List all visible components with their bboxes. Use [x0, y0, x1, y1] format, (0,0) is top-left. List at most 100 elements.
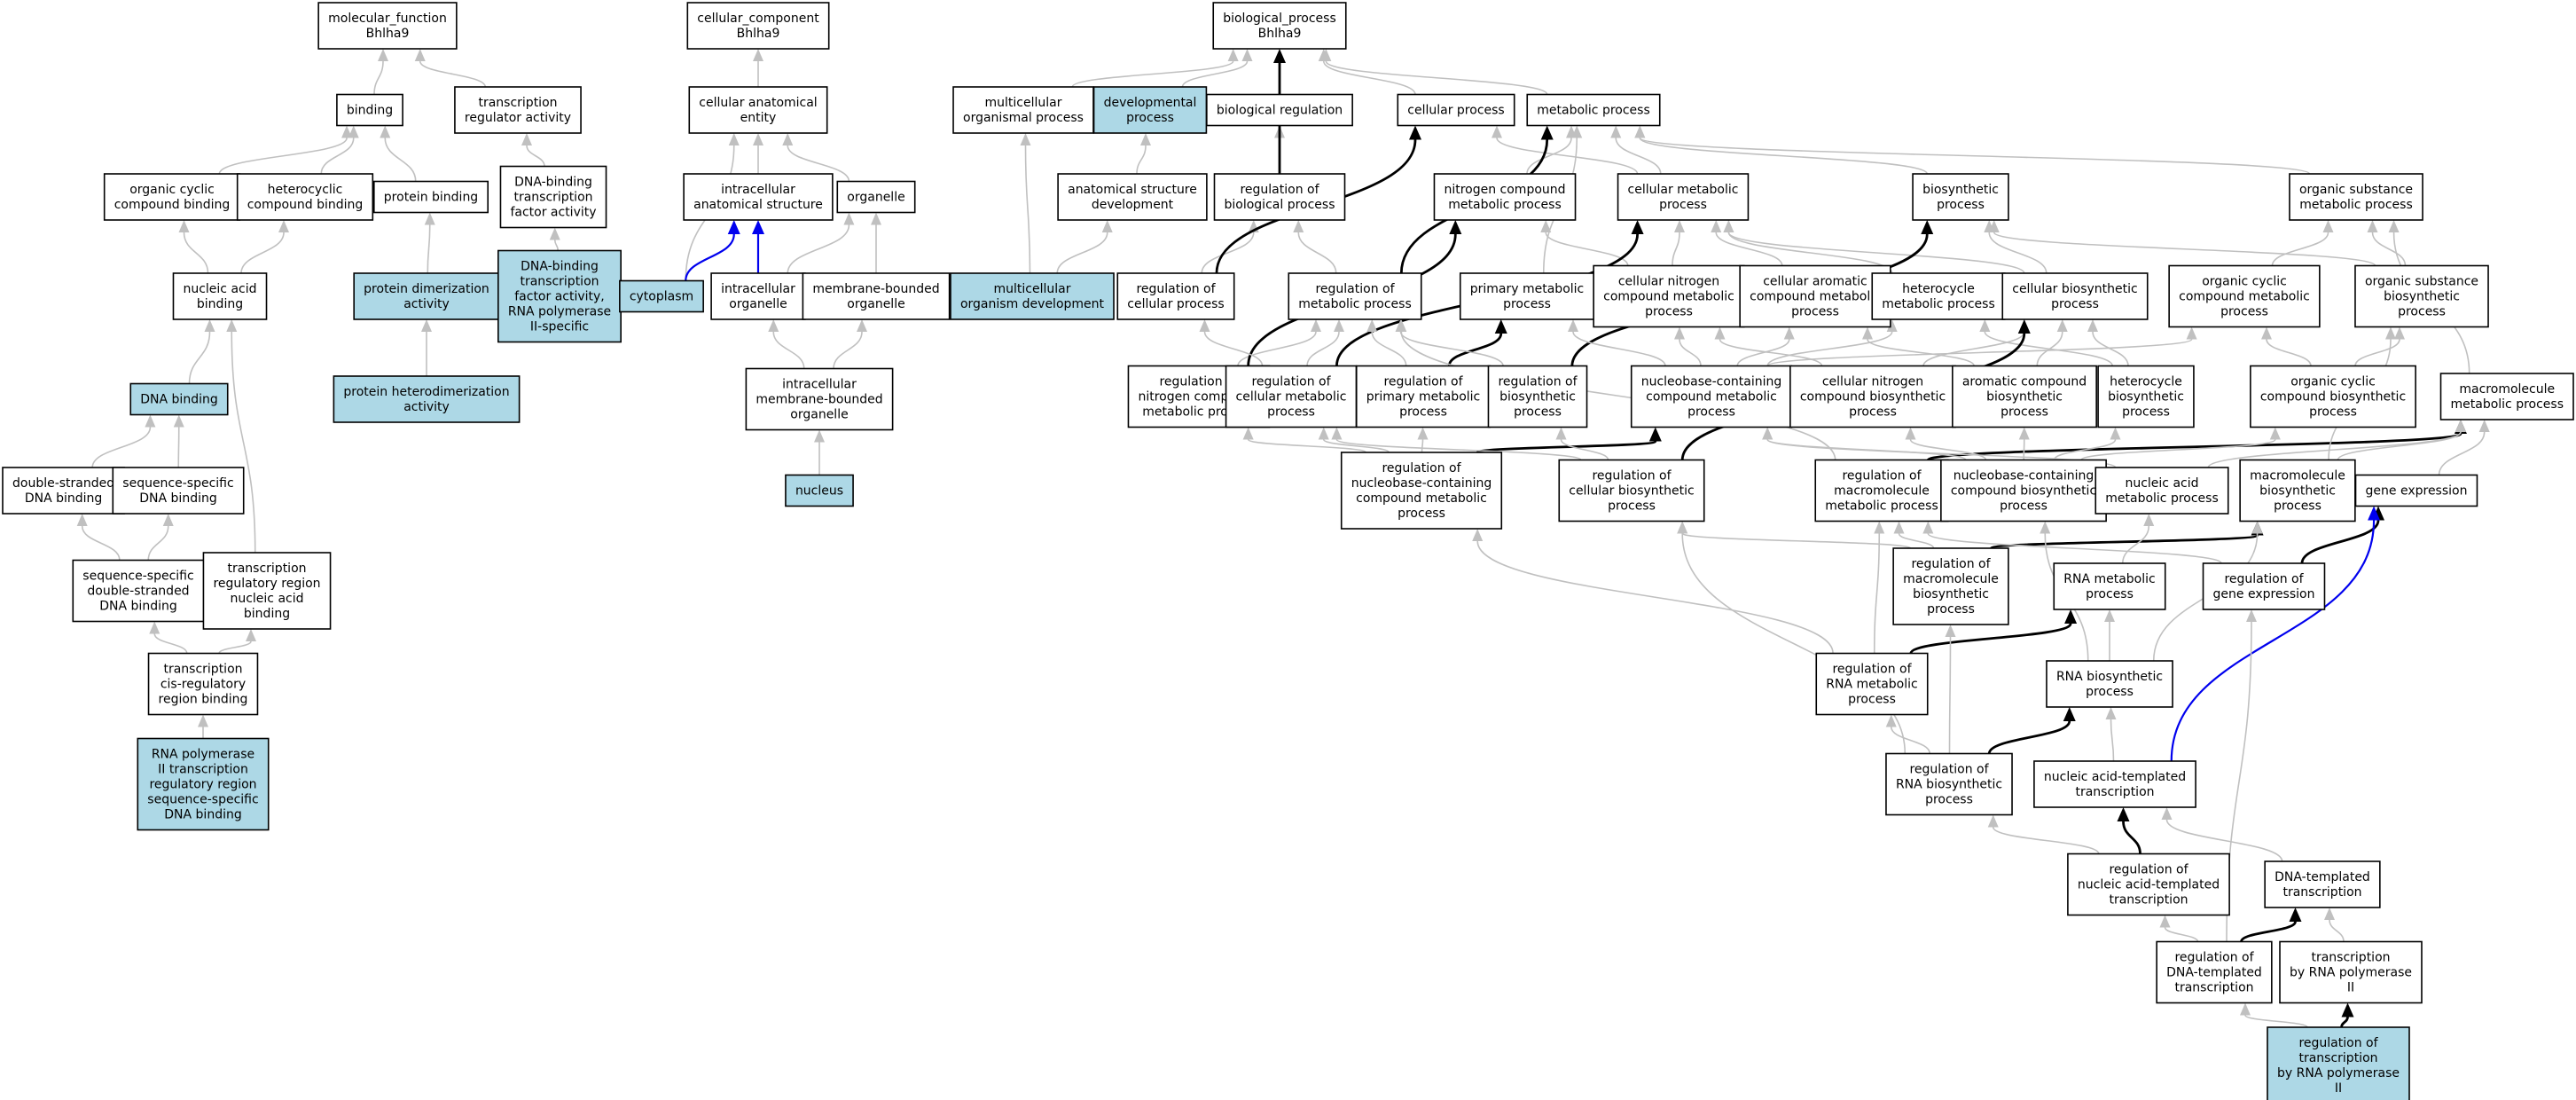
node-label-line: double-stranded — [12, 476, 114, 491]
edge-rtrnap2-to-trnap2 — [2340, 1002, 2354, 1028]
node-label-line: process — [1514, 405, 1562, 420]
edge-arrowhead — [178, 220, 190, 232]
node-label-line: RNA metabolic — [2063, 572, 2155, 586]
node-label-line: macromolecule — [2250, 469, 2345, 483]
edge-line — [1371, 331, 1407, 366]
edge-line — [1681, 532, 1912, 549]
edge-arrowhead — [348, 125, 359, 138]
edge-arrowhead — [1893, 521, 1905, 534]
edge-line — [427, 224, 431, 274]
edge-arrowhead — [1634, 125, 1646, 138]
node-box — [2439, 373, 2574, 420]
edge-line — [1948, 636, 1952, 754]
node-label-line: membrane-bounded — [812, 282, 939, 296]
edge-osmp-to-metp — [1634, 125, 2311, 175]
node-label-line: cellular process — [1407, 104, 1504, 118]
edge-arrowhead — [246, 629, 256, 641]
node-box — [1355, 365, 1492, 428]
edge-line — [1715, 232, 1783, 266]
node-label-line: compound metabolic — [1356, 491, 1487, 506]
edge-rnatt-to-natt — [2117, 807, 2141, 854]
edge-line — [1766, 331, 1893, 366]
edge-line — [2329, 919, 2345, 942]
node-label-line: activity — [403, 297, 450, 311]
edge-arrowhead — [1241, 49, 1253, 61]
node-label-line: process — [2086, 685, 2134, 699]
node-label-line: heterocyclic — [268, 183, 343, 197]
edge-arrowhead — [1540, 220, 1552, 232]
node-label-line: metabolic process — [1537, 104, 1650, 118]
node-label-line: DNA-templated — [2166, 966, 2262, 980]
edge-arrowhead — [76, 514, 88, 526]
node-label-line: process — [1645, 305, 1693, 319]
edge-line — [526, 145, 545, 167]
node-label-line: regulation of — [1909, 763, 1989, 777]
edge-dbtf2-to-dbtf — [549, 227, 560, 251]
edge-cae-to-cc — [753, 49, 763, 87]
node-box — [950, 272, 1115, 320]
edge-dtt-to-natt — [2161, 807, 2283, 862]
edge-line — [419, 60, 487, 88]
node-label-line: regulation of — [1251, 375, 1331, 389]
node-nucleus: nucleus — [785, 474, 854, 507]
edge-line — [1545, 232, 1629, 266]
node-label-line: regulation of — [1382, 461, 1461, 475]
edge-cmp-to-metp — [1610, 125, 1662, 175]
edge-dnab-to-nab — [188, 319, 215, 384]
node-label-line: cellular metabolic — [1628, 183, 1739, 197]
node-box — [1397, 93, 1515, 127]
node-label-line: transcription — [2075, 785, 2154, 799]
edge-arrowhead — [2240, 1002, 2251, 1016]
edge-arrowhead — [1922, 521, 1934, 534]
node-label-line: II transcription — [158, 763, 248, 777]
node-box — [1116, 272, 1235, 320]
edge-line — [2092, 331, 2129, 366]
node-label-line: organic substance — [2365, 275, 2478, 289]
node-box — [172, 272, 268, 320]
edge-ias-to-cae — [753, 133, 763, 174]
node-label-line: cellular process — [1127, 297, 1224, 311]
edge-line — [1898, 533, 1935, 549]
node-label-line: macromolecule — [1903, 572, 1999, 586]
node-label-line: transcription — [163, 663, 242, 677]
edge-line — [1400, 331, 1836, 460]
edge-nccmp-to-hmp — [1766, 319, 1898, 366]
node-label-line: gene expression — [2366, 484, 2468, 499]
edge-mop-to-bp — [1071, 49, 1239, 88]
node-label-line: cellular_component — [697, 12, 819, 26]
edge-line — [1873, 533, 1881, 654]
edge-rrnabp-to-rrnamp — [1885, 714, 1931, 754]
node-label-line: metabolic process — [1298, 297, 1412, 311]
edge-line — [1325, 60, 1548, 96]
edge-mod-to-asd — [1056, 220, 1113, 274]
node-box — [683, 173, 834, 221]
edge-line — [1496, 138, 1639, 175]
node-label-line: regulatory region — [149, 778, 256, 792]
edge-arrowhead — [1320, 49, 1332, 61]
node-label-line: process — [1398, 507, 1445, 521]
edge-rnatt-to-rrnabp — [1987, 814, 2100, 854]
edge-line — [2164, 927, 2199, 942]
edge-line — [1447, 333, 1503, 366]
edge-arrowhead — [1227, 49, 1239, 61]
edge-hbp-to-hmp — [1979, 319, 2114, 366]
node-box — [497, 249, 622, 343]
node-label-line: Bhlha9 — [366, 27, 410, 41]
node-label-line: binding — [197, 297, 243, 311]
node-box — [2097, 365, 2195, 428]
node-label-line: region binding — [159, 693, 248, 707]
node-label-line: multicellular — [985, 96, 1062, 110]
edge-line — [1679, 339, 1702, 366]
node-label-line: II-specific — [530, 320, 589, 334]
edge-arrowhead — [378, 49, 388, 61]
edge-arrowhead — [1674, 326, 1685, 340]
edge-line — [1988, 232, 2047, 274]
